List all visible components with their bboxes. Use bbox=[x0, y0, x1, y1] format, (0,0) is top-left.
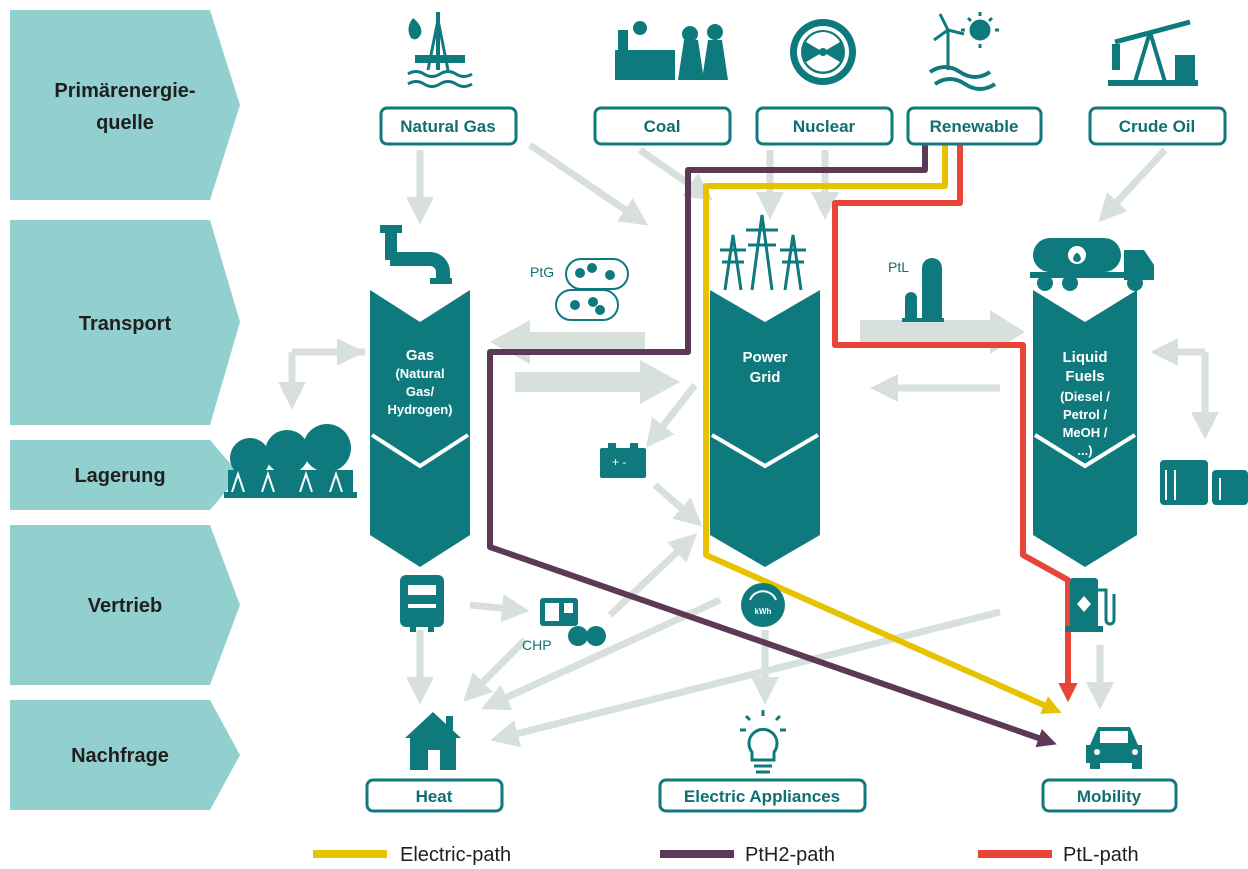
stage-label: Vertrieb bbox=[88, 595, 162, 617]
pipe-icon bbox=[380, 225, 452, 284]
tanker-truck-icon bbox=[1030, 238, 1154, 291]
fuel-pump-icon bbox=[1065, 578, 1116, 632]
chp-label: CHP bbox=[522, 637, 552, 653]
legend-label-ptl: PtL-path bbox=[1063, 844, 1139, 866]
source-natural-gas: Natural Gas bbox=[379, 106, 518, 146]
source-label: Renewable bbox=[930, 117, 1019, 136]
stage-transport: Transport bbox=[10, 220, 240, 425]
ptg-label: PtG bbox=[530, 264, 554, 280]
factory-icon bbox=[615, 21, 728, 80]
oil-storage-icon bbox=[1160, 460, 1248, 505]
source-label: Natural Gas bbox=[400, 117, 495, 136]
legend: Electric-path PtH2-path PtL-path bbox=[313, 844, 1139, 866]
house-icon bbox=[405, 712, 461, 770]
fuels-label-4: Petrol / bbox=[1063, 407, 1107, 422]
source-coal: Coal bbox=[593, 106, 732, 146]
chp-unit-icon: CHP bbox=[522, 598, 606, 653]
fuels-label-5: MeOH / bbox=[1063, 425, 1108, 440]
source-label: Nuclear bbox=[793, 117, 856, 136]
stage-label-2: quelle bbox=[96, 112, 154, 134]
radiation-icon bbox=[790, 19, 856, 85]
svg-text:+ -: + - bbox=[612, 455, 626, 469]
car-icon bbox=[1086, 727, 1142, 769]
demand-heat: Heat bbox=[365, 778, 504, 813]
gas-rig-icon bbox=[407, 12, 473, 88]
ptg-converter: PtG bbox=[530, 258, 629, 321]
demand-electric-appliances: Electric Appliances bbox=[658, 778, 867, 813]
demand-label: Electric Appliances bbox=[684, 787, 840, 806]
demand-mobility: Mobility bbox=[1041, 778, 1178, 813]
source-renewable: Renewable bbox=[906, 106, 1043, 146]
stage-storage: Lagerung bbox=[10, 440, 240, 510]
fuels-label-2: Fuels bbox=[1065, 368, 1104, 385]
gas-column: Gas (Natural Gas/ Hydrogen) bbox=[370, 290, 470, 567]
power-grid-column: Power Grid bbox=[710, 290, 820, 567]
electric-meter-icon: kWh bbox=[741, 583, 785, 627]
battery-icon: + - bbox=[600, 443, 646, 478]
demand-label: Heat bbox=[416, 787, 453, 806]
source-label: Crude Oil bbox=[1119, 117, 1196, 136]
source-crude-oil: Crude Oil bbox=[1088, 106, 1227, 146]
pylon-icon bbox=[720, 214, 806, 291]
demand-label: Mobility bbox=[1077, 787, 1142, 806]
liquid-fuels-column: Liquid Fuels (Diesel / Petrol / MeOH / .… bbox=[1033, 290, 1137, 567]
kwh-label: kWh bbox=[755, 607, 772, 616]
stage-label: Nachfrage bbox=[71, 745, 169, 767]
pth2-path bbox=[487, 145, 1057, 748]
gas-tanks-icon bbox=[224, 424, 357, 498]
wind-sun-icon bbox=[928, 12, 999, 91]
ptl-converter: PtL bbox=[888, 258, 944, 322]
ptl-label: PtL bbox=[888, 259, 909, 275]
stage-label: Lagerung bbox=[74, 465, 165, 487]
fuels-label-3: (Diesel / bbox=[1060, 389, 1110, 404]
gas-label-1: Gas bbox=[406, 347, 434, 364]
grid-label-2: Grid bbox=[750, 369, 781, 386]
source-label: Coal bbox=[644, 117, 681, 136]
electric-path bbox=[703, 145, 1062, 714]
source-nuclear: Nuclear bbox=[755, 106, 894, 146]
legend-label-electric: Electric-path bbox=[400, 844, 511, 866]
grid-label-1: Power bbox=[742, 349, 787, 366]
gas-label-2: (Natural bbox=[395, 366, 444, 381]
gas-label-3: Gas/ bbox=[406, 384, 435, 399]
stage-label: Transport bbox=[79, 313, 172, 335]
stage-primary: Primärenergie- quelle bbox=[10, 10, 240, 200]
lightbulb-icon bbox=[740, 710, 786, 774]
stage-distribution: Vertrieb bbox=[10, 525, 240, 685]
fuels-label-6: ...) bbox=[1077, 443, 1092, 458]
stage-label: Primärenergie- bbox=[54, 80, 195, 102]
oil-pump-icon bbox=[1108, 19, 1198, 86]
fuels-label-1: Liquid bbox=[1063, 349, 1108, 366]
gas-meter-icon bbox=[400, 575, 444, 632]
stage-demand: Nachfrage bbox=[10, 700, 240, 810]
ptl-path bbox=[832, 145, 1078, 703]
legend-label-pth2: PtH2-path bbox=[745, 844, 835, 866]
gas-label-4: Hydrogen) bbox=[388, 402, 453, 417]
grey-flows bbox=[278, 142, 1219, 748]
